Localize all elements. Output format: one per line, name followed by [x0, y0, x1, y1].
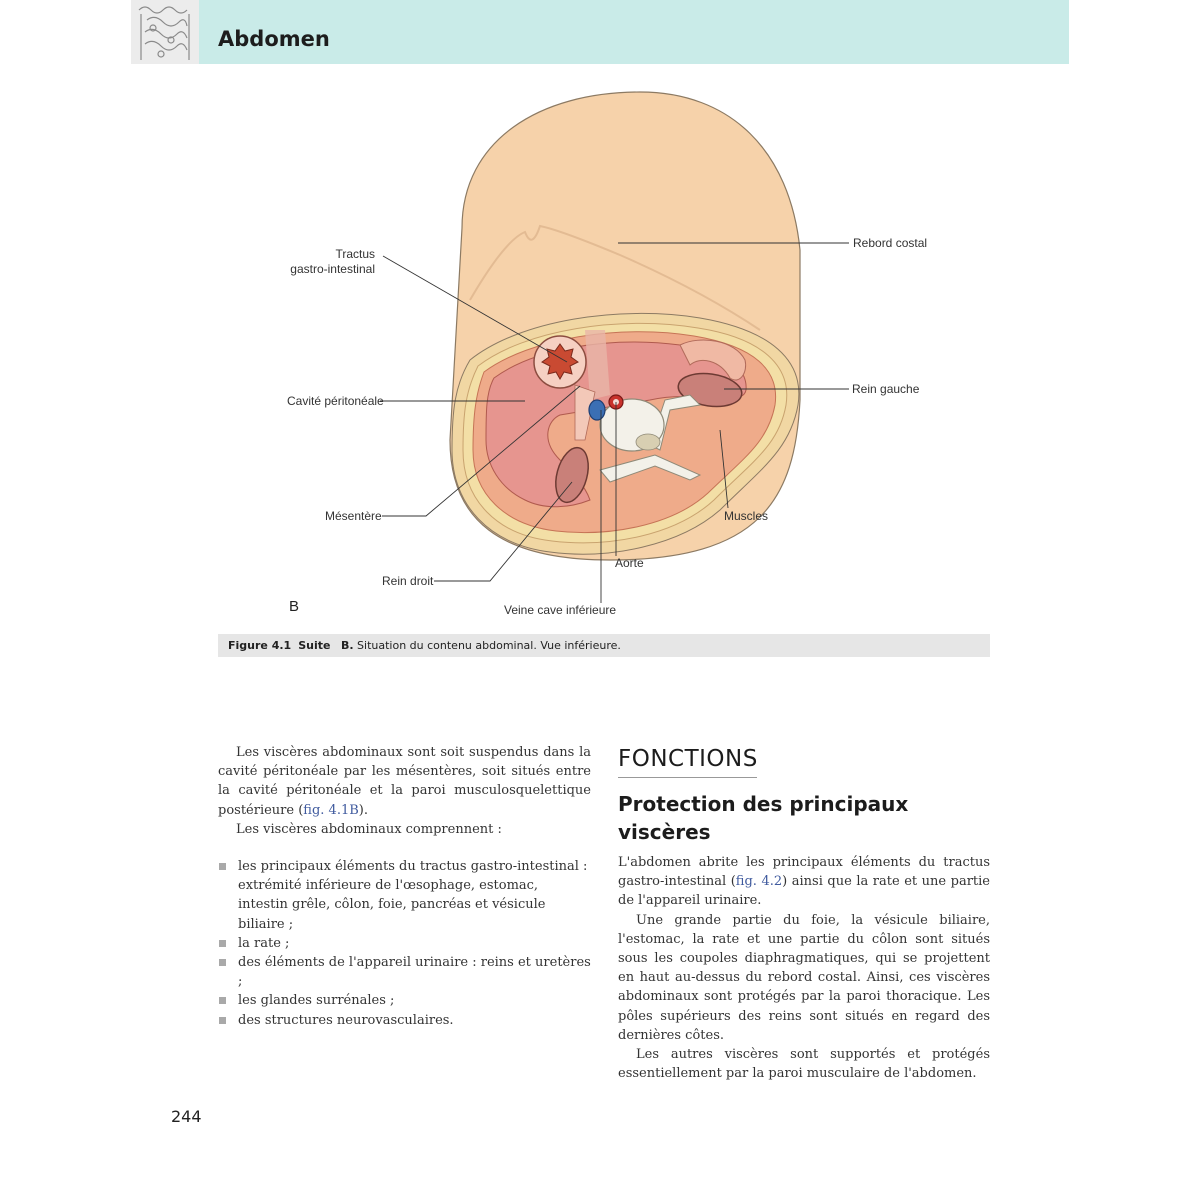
abdomen-cross-section-figure: Tractus gastro-intestinal Rebord costal … — [0, 0, 1200, 640]
list-item: des éléments de l'appareil urinaire : re… — [218, 953, 591, 991]
left-paragraph-2: Les viscères abdominaux comprennent : — [218, 820, 591, 839]
figure-panel-letter: B — [289, 598, 299, 615]
left-paragraph-1: Les viscères abdominaux sont soit suspen… — [218, 743, 591, 820]
list-item: les principaux éléments du tractus gastr… — [218, 857, 591, 934]
figure-ref-link-4-2[interactable]: fig. 4.2 — [736, 874, 782, 889]
label-tractus-line1: Tractus — [335, 247, 375, 261]
right-paragraph-2: Une grande partie du foie, la vésicule b… — [618, 911, 990, 1045]
viscera-list: les principaux éléments du tractus gastr… — [218, 857, 591, 1030]
left-column: Les viscères abdominaux sont soit suspen… — [218, 743, 591, 1030]
page-number: 244 — [171, 1107, 202, 1126]
subsection-title: Protection des principaux viscères — [618, 790, 988, 846]
label-veine-cave: Veine cave inférieure — [504, 603, 616, 617]
figure-caption: Figure 4.1 Suite B. Situation du contenu… — [228, 639, 621, 652]
section-title-underline — [618, 777, 757, 778]
label-mesentere: Mésentère — [325, 509, 382, 523]
caption-text: Situation du contenu abdominal. Vue infé… — [357, 639, 621, 652]
section-title: FONCTIONS — [618, 746, 758, 772]
label-rein-gauche: Rein gauche — [852, 382, 920, 396]
label-cavite-peritoneale: Cavité péritonéale — [287, 394, 384, 408]
list-item: la rate ; — [218, 934, 591, 953]
caption-panel: B. — [341, 639, 354, 652]
figure-ref-link-4-1b[interactable]: fig. 4.1B — [303, 803, 359, 818]
list-item: des structures neurovasculaires. — [218, 1011, 591, 1030]
list-item: les glandes surrénales ; — [218, 991, 591, 1010]
label-aorte: Aorte — [615, 556, 644, 570]
left-p1-end: ). — [359, 803, 368, 818]
caption-number: Figure 4.1 — [228, 639, 291, 652]
label-muscles: Muscles — [724, 509, 768, 523]
caption-suite: Suite — [298, 639, 330, 652]
label-rein-droit: Rein droit — [382, 574, 434, 588]
inferior-vena-cava — [589, 400, 605, 420]
left-p1-text: Les viscères abdominaux sont soit suspen… — [218, 745, 591, 818]
right-paragraph-1: L'abdomen abrite les principaux éléments… — [618, 853, 990, 911]
right-column: L'abdomen abrite les principaux éléments… — [618, 853, 990, 1083]
label-rebord-costal: Rebord costal — [853, 236, 927, 250]
right-paragraph-3: Les autres viscères sont supportés et pr… — [618, 1045, 990, 1083]
label-tractus-line2: gastro-intestinal — [290, 262, 375, 276]
